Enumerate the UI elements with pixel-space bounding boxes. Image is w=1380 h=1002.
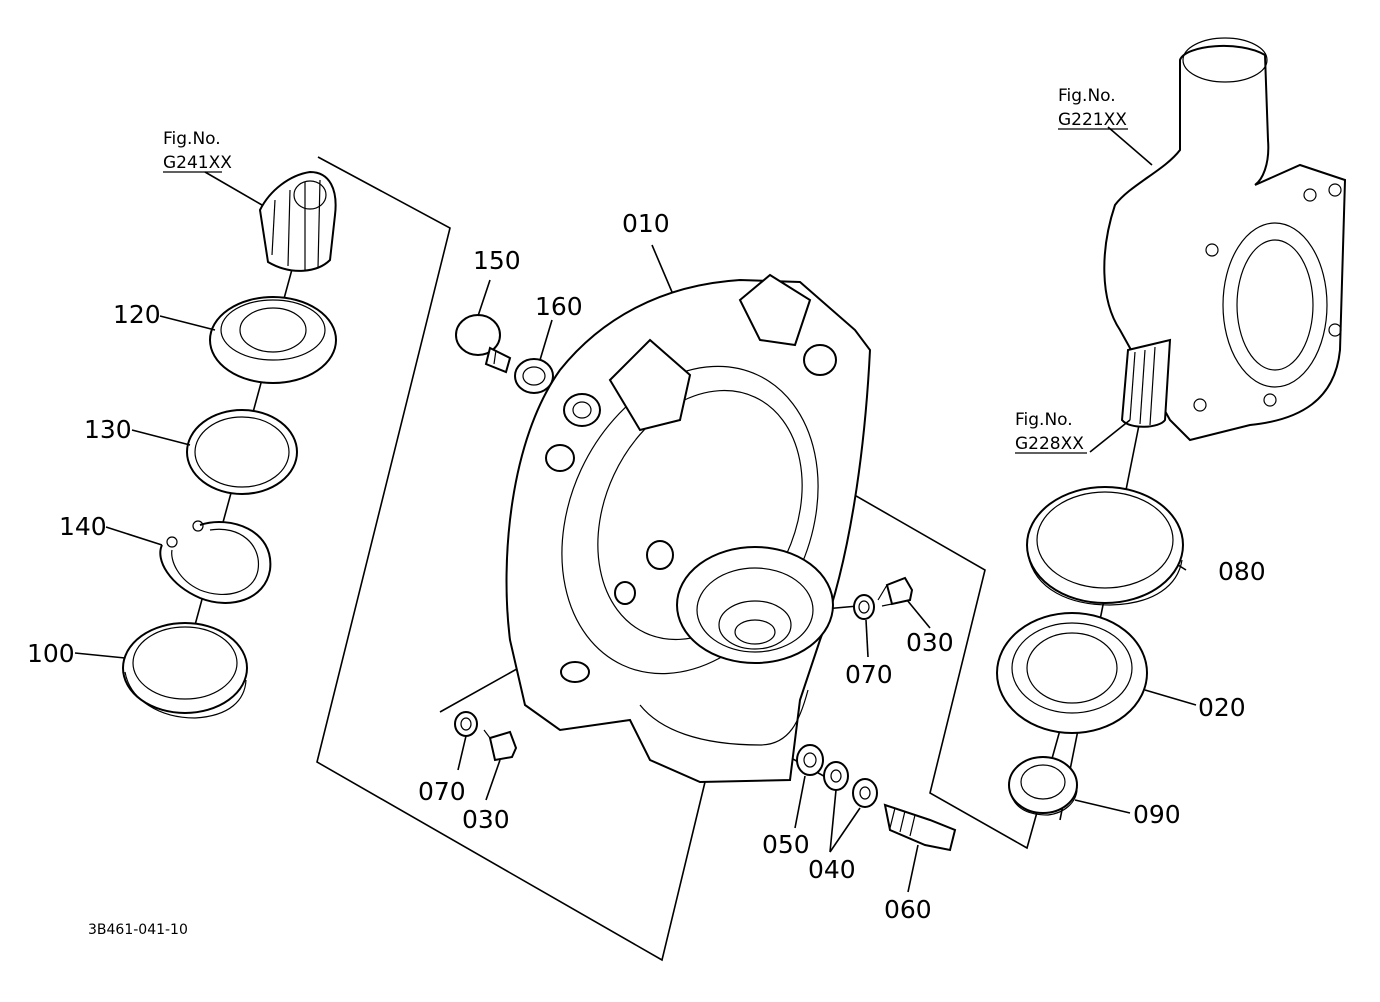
callout-030-lower: 030 — [462, 805, 510, 834]
fig-ref-g221-line2: G221XX — [1058, 110, 1127, 130]
part-030-bolt-upper — [877, 576, 914, 607]
part-030-bolt-lower — [483, 729, 518, 762]
callout-140: 140 — [59, 512, 107, 541]
fig-ref-g241-line2: G241XX — [163, 153, 232, 173]
fig-ref-g241-line1: Fig.No. — [163, 129, 221, 149]
part-070-washer-lower — [454, 711, 478, 737]
callout-070-lower: 070 — [418, 777, 466, 806]
callout-040: 040 — [808, 855, 856, 884]
part-120-bearing — [209, 296, 337, 384]
callout-120: 120 — [113, 300, 161, 329]
fig-ref-g228-line1: Fig.No. — [1015, 410, 1073, 430]
fig-ref-g221-line1: Fig.No. — [1058, 86, 1116, 106]
callout-100: 100 — [27, 639, 75, 668]
callout-160: 160 — [535, 292, 583, 321]
callout-070-upper: 070 — [845, 660, 893, 689]
callout-130: 130 — [84, 415, 132, 444]
part-050-washer — [796, 744, 824, 776]
part-150-plug — [455, 314, 512, 374]
part-160-o-ring — [514, 358, 554, 394]
callout-020: 020 — [1198, 693, 1246, 722]
part-090-collar — [1008, 756, 1078, 816]
part-130-shim — [186, 409, 298, 495]
part-010-housing — [505, 273, 872, 784]
leader-lines — [74, 126, 1197, 893]
part-140-snap-ring — [159, 520, 272, 604]
part-060-stud — [883, 803, 957, 852]
callout-090: 090 — [1133, 800, 1181, 829]
callout-030-upper: 030 — [906, 628, 954, 657]
part-070-washer-upper — [853, 594, 875, 620]
callout-060: 060 — [884, 895, 932, 924]
callout-010: 010 — [622, 209, 670, 238]
part-100-oil-seal — [122, 622, 248, 719]
shaft-g228xx — [1120, 338, 1172, 428]
part-040-shims — [823, 761, 878, 808]
part-020-bearing — [996, 612, 1148, 734]
callout-050: 050 — [762, 830, 810, 859]
drawing-code: 3B461-041-10 — [88, 922, 188, 938]
callout-150: 150 — [473, 246, 521, 275]
fig-ref-g228-line2: G228XX — [1015, 434, 1084, 454]
gear-g241xx — [258, 170, 337, 272]
callout-080: 080 — [1218, 557, 1266, 586]
part-080-oil-seal — [1026, 486, 1184, 606]
